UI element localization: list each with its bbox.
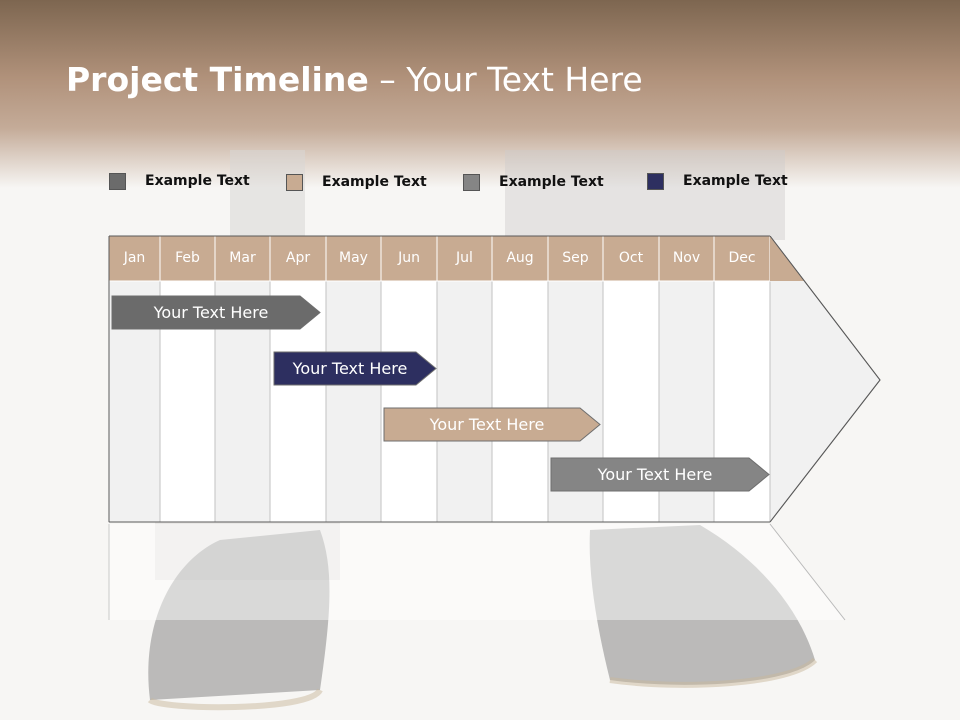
task-bar-3 [383,407,601,442]
month-label-dec: Dec [728,250,756,266]
month-header-cell [214,235,271,282]
task-bar-label-4: Your Text Here [597,465,713,484]
month-label-aug: Aug [506,250,534,266]
page-title-bold: Project Timeline [66,60,369,99]
month-header-cell [547,235,604,282]
month-label-jan: Jan [123,250,146,266]
legend-label: Example Text [145,173,250,189]
task-bar-label-3: Your Text Here [429,415,545,434]
legend-label: Example Text [499,174,604,190]
page-title-rest: – Your Text Here [368,60,643,99]
month-column [325,280,382,523]
task-bar-label-1: Your Text Here [153,303,269,322]
legend-swatch [286,173,303,191]
legend-label: Example Text [683,173,788,189]
task-bar-4 [550,457,770,492]
month-label-apr: Apr [285,250,311,266]
month-header-cell [108,235,161,282]
month-label-mar: Mar [229,250,256,266]
month-header-cell [269,235,327,282]
month-label-may: May [339,250,368,266]
month-label-sep: Sep [562,250,589,266]
legend-item-3: Example Text [463,172,604,192]
legend-item-1: Example Text [109,171,250,191]
legend-label: Example Text [322,174,427,190]
month-label-jul: Jul [456,250,473,266]
legend-swatch [463,173,480,191]
page-title: Project Timeline – Your Text Here [66,60,643,99]
arrow-outline [769,235,881,523]
task-bar-1 [111,295,321,330]
month-header-cell [380,235,438,282]
month-header-cell [602,235,660,282]
timeline-reflection [109,524,845,620]
legend-item-4: Example Text [647,171,788,191]
reflection-edge [769,523,846,621]
month-label-nov: Nov [672,250,701,266]
task-bar-label-2: Your Text Here [292,359,408,378]
month-label-feb: Feb [175,250,200,266]
month-label-oct: Oct [618,250,644,266]
month-header-cell [325,235,382,282]
month-column [436,280,493,523]
legend-item-2: Example Text [286,172,427,192]
legend-swatch [109,172,126,190]
month-column [491,280,549,523]
task-bar-2 [273,351,437,386]
month-header-cell [436,235,493,282]
month-label-jun: Jun [398,250,420,266]
legend-swatch [647,172,664,190]
month-column [380,280,438,523]
month-header-cell [491,235,549,282]
